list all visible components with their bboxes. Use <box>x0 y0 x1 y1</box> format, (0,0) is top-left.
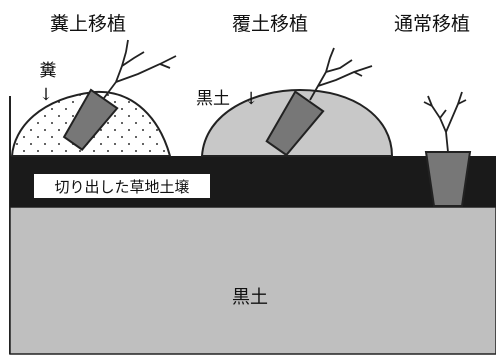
plant-soil-cover <box>309 47 373 101</box>
pot-in-manure <box>62 88 119 151</box>
pot-normal <box>424 151 472 207</box>
header-normal-planting: 通常移植 <box>394 13 470 35</box>
cut-grassland-label-box <box>34 174 210 198</box>
kuroboku-subsoil-layer <box>9 206 496 355</box>
plant-manure <box>103 39 177 99</box>
header-soil-cover-planting: 覆土移植 <box>232 13 308 35</box>
kuroboku-arrow-label: 黒土 <box>196 89 230 109</box>
header-manure-planting: 糞上移植 <box>50 13 126 35</box>
manure-label: 糞 <box>40 61 57 81</box>
manure-arrow: ↓ <box>39 85 53 105</box>
kuroboku-subsoil-label: 黒土 <box>232 287 268 308</box>
kuroboku-arrow: ↓ <box>244 89 258 109</box>
pot-in-soil-cover <box>265 90 325 157</box>
cut-grassland-soil-label: 切り出した草地土壌 <box>54 178 189 196</box>
plant-normal <box>423 91 467 153</box>
